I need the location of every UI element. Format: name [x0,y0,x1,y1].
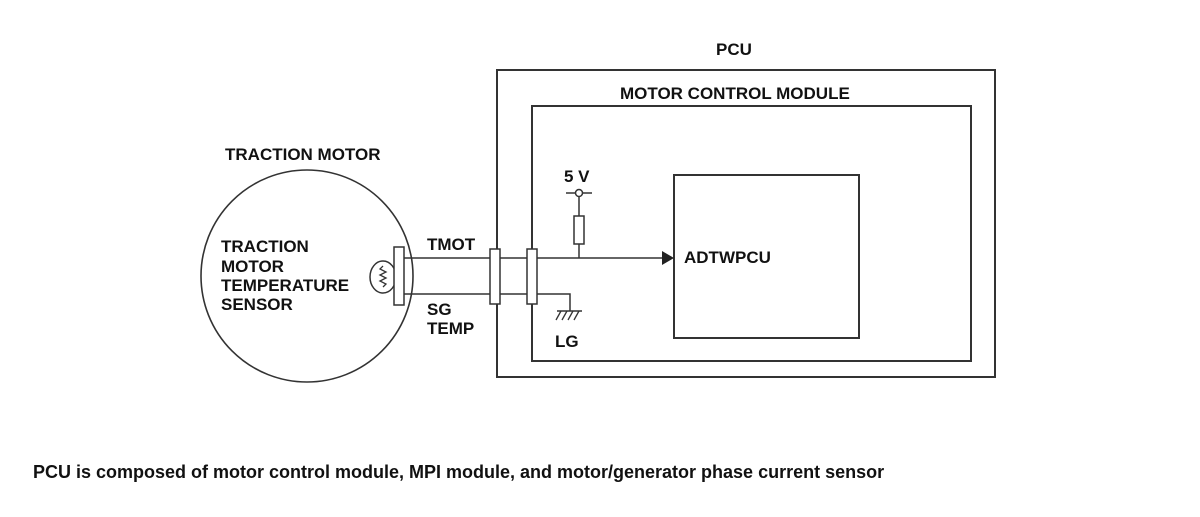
sg-temp-line-1: SG [427,300,452,319]
sg-temp-wire [404,293,571,311]
supply-terminal-symbol [566,188,592,198]
tmot-arrowhead [662,251,674,265]
tmot-label: TMOT [427,235,476,254]
traction-motor-circle [200,169,414,383]
pullup-resistor [573,215,585,245]
sg-temp-label: SG TEMP [427,300,474,338]
supply-5v-label: 5 V [564,167,590,186]
sensor-label-line-2: MOTOR [221,257,284,276]
sg-temp-line-2: TEMP [427,319,474,338]
sensor-label-line-4: SENSOR [221,295,293,314]
motor-control-module-label: MOTOR CONTROL MODULE [620,84,850,103]
sensor-label: TRACTION MOTOR TEMPERATURE SENSOR [221,237,354,314]
sensor-label-line-3: TEMPERATURE [221,276,349,295]
sensor-label-line-1: TRACTION [221,237,309,256]
ground-symbol [555,310,582,321]
adtwpcu-label: ADTWPCU [684,248,771,267]
motor-connector [393,246,405,306]
ground-lg-label: LG [555,332,579,351]
caption: PCU is composed of motor control module,… [33,462,884,482]
pcu-box [496,69,996,378]
adtwpcu-block [673,174,860,339]
traction-motor-label: TRACTION MOTOR [225,145,381,164]
thermistor-symbol [369,260,397,294]
connector-1 [489,248,501,305]
motor-control-module-box [531,105,972,362]
pcu-label: PCU [716,40,752,59]
connector-2 [526,248,538,305]
